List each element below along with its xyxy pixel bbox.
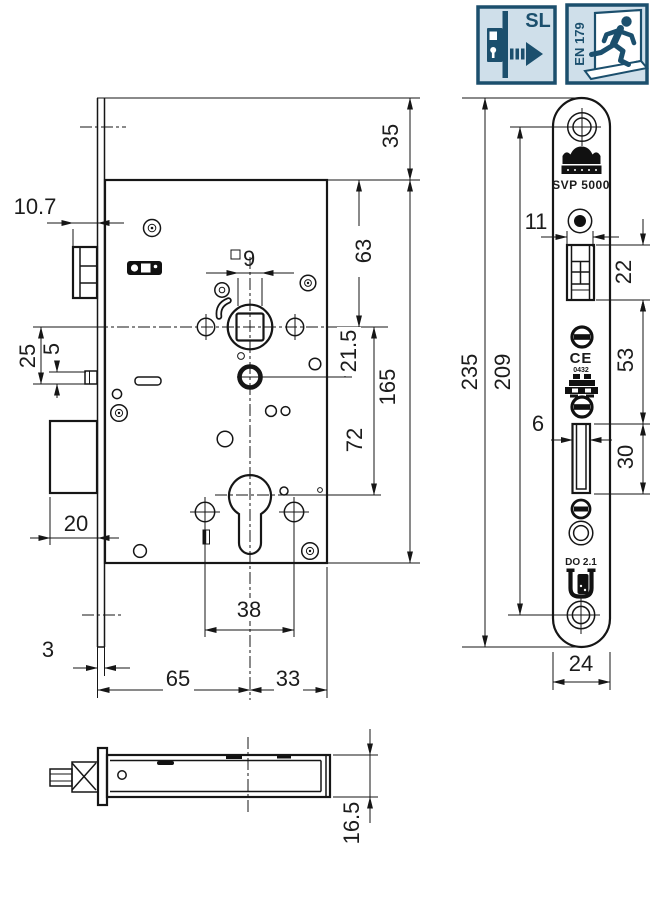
dim-label-aux-offset: 25	[15, 344, 40, 368]
guide-ring	[214, 282, 230, 298]
do-class-label: DO 2.1	[565, 557, 597, 568]
dim-label-deadbolt-throw: 20	[64, 511, 88, 536]
slot-screw	[570, 498, 592, 520]
dim-label-square: 9	[230, 246, 255, 271]
screw-post	[109, 403, 129, 423]
self-locking-icon	[487, 11, 543, 78]
front-view	[48, 98, 329, 698]
slot-screw	[570, 395, 594, 419]
adjust-element	[127, 261, 162, 275]
dim-label-latch-width: 11	[525, 209, 548, 234]
bottom-screw-hole	[562, 595, 600, 634]
latch-top-view	[49, 761, 99, 793]
dim-label-axle-distance: 72	[342, 428, 367, 452]
top-screw-hole	[563, 108, 601, 146]
dim-30	[594, 423, 650, 495]
running-man-icon	[589, 16, 637, 67]
case-top-view	[105, 753, 332, 799]
hole	[216, 430, 234, 448]
dim-label-plate-above: 35	[378, 124, 403, 148]
badge-sl: SL	[476, 5, 557, 85]
hole	[280, 405, 291, 417]
screw-post	[300, 541, 320, 561]
hole	[117, 770, 127, 780]
latch-bolt-front	[71, 245, 99, 300]
dim-label-top-follower: 63	[351, 239, 376, 263]
dim-label-plate-length: 235	[457, 354, 482, 391]
hole	[317, 487, 323, 493]
curved-slot	[215, 297, 232, 320]
slot-screw	[570, 325, 594, 349]
ce-number: 0432	[573, 367, 589, 374]
model-label: SVP 5000	[552, 178, 610, 192]
section-view	[49, 729, 378, 823]
dim-16-5	[333, 729, 378, 823]
ring-hole	[568, 520, 594, 546]
staple-icon	[566, 568, 596, 599]
faceplate-view: SVP 5000 CE 0432	[551, 96, 612, 649]
deadbolt-slot	[571, 422, 592, 495]
dim-label-slot-width: 6	[532, 411, 544, 436]
dim-11	[541, 231, 619, 247]
aux-latch	[84, 370, 98, 385]
fixing-hole	[279, 497, 309, 527]
screw-post	[299, 274, 317, 292]
case-internals	[109, 218, 323, 561]
reference-lines	[33, 97, 420, 700]
certification-icon	[565, 374, 598, 398]
slot	[134, 376, 162, 386]
hole	[308, 357, 322, 371]
euro-cylinder-hole	[227, 474, 273, 556]
dim-24	[552, 652, 611, 690]
lock-case	[103, 178, 329, 565]
dim-label-plate-width: 24	[569, 651, 593, 676]
screw-post	[142, 218, 162, 238]
hole	[111, 388, 123, 400]
square-symbol	[230, 249, 241, 260]
door-sill	[583, 59, 649, 81]
hole	[279, 486, 289, 496]
dim-label-latch-protrusion: 10.7	[14, 194, 57, 219]
en179-label: EN 179	[572, 22, 587, 65]
dim-label-rear-depth: 33	[276, 666, 300, 691]
dim-label-hole-spacing: 38	[237, 597, 261, 622]
pin-hole	[237, 352, 245, 360]
small-slot	[202, 529, 210, 545]
dot-hole	[567, 208, 593, 234]
dim-label-aux-height: 5	[39, 343, 64, 355]
dimension-lines-front	[30, 97, 413, 693]
hole	[132, 543, 148, 559]
dim-label-plate-thickness: 3	[42, 637, 54, 662]
dim-label-case-height: 165	[375, 369, 400, 406]
sl-label: SL	[525, 10, 551, 32]
dim-label-latch-height: 22	[611, 260, 636, 284]
dim-label-follower-hub: 21.5	[336, 330, 361, 373]
ce-mark: CE	[570, 350, 593, 367]
dim-label-screw-spacing: 209	[490, 354, 515, 391]
label-backgrounds	[17, 121, 638, 848]
fixing-hole	[190, 497, 220, 527]
faceplate-top-view	[96, 746, 109, 807]
brand-crown-logo	[561, 146, 602, 174]
dimension-labels: 10.7 25 5 20 3 65 33 38 9 72 63 21.5 165…	[14, 124, 638, 845]
deadbolt-front	[48, 419, 99, 495]
dim-label-latch-deadbolt: 53	[613, 348, 638, 372]
dim-label-case-thickness: 16.5	[339, 802, 364, 845]
dim-label-slot-height: 30	[613, 445, 638, 469]
latch-opening	[565, 243, 596, 302]
dimension-lines-faceplate	[462, 97, 650, 690]
emergency-exit-icon	[583, 8, 649, 81]
hole	[264, 404, 278, 418]
dim-label-square-size: 9	[243, 246, 255, 271]
badge-en179: EN 179	[565, 3, 649, 85]
dim-label-backset: 65	[166, 666, 190, 691]
